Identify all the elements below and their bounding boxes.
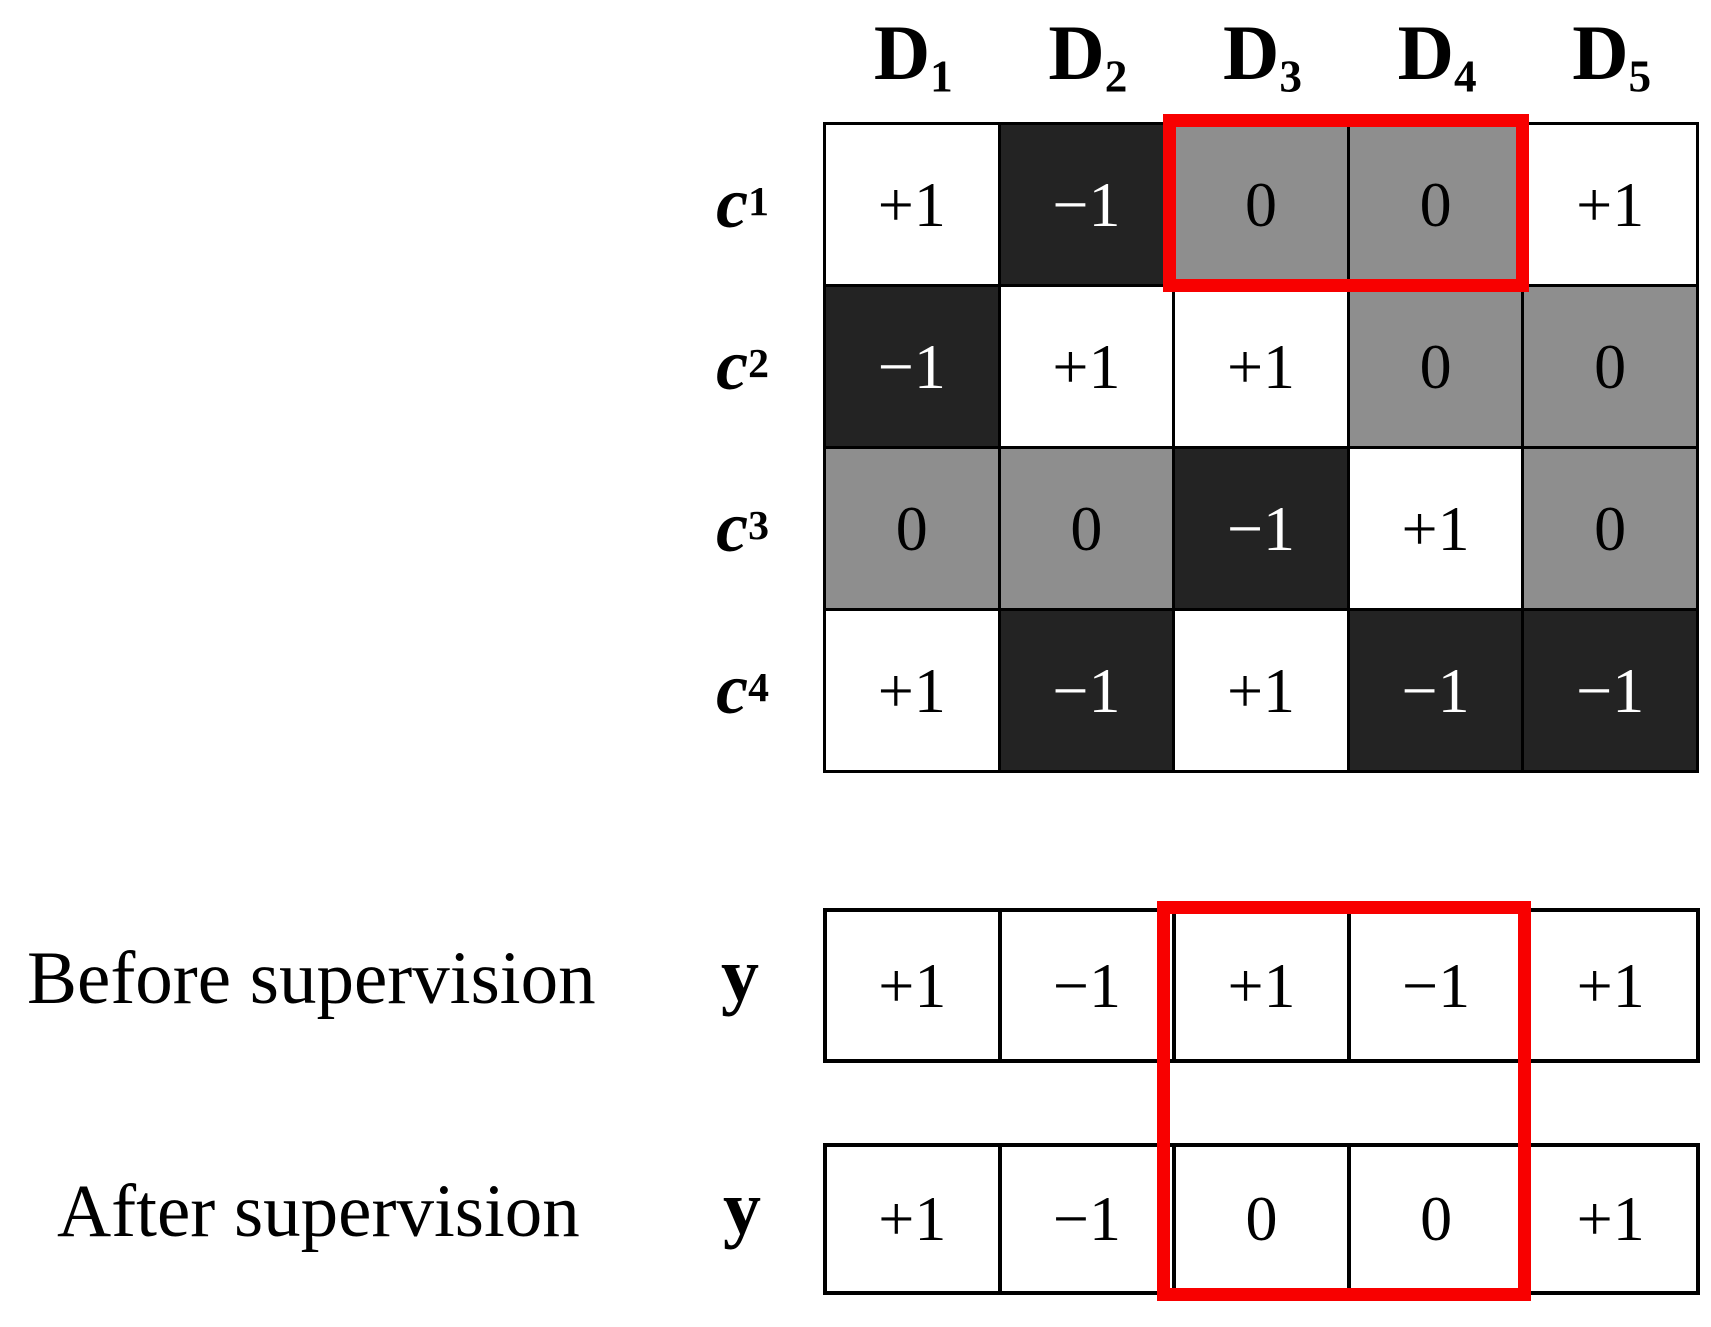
before-vector-cell-d5: +1 bbox=[1525, 912, 1700, 1063]
col-header-d5: D5 bbox=[1572, 9, 1652, 102]
matrix-cell-c1-d1: +1 bbox=[826, 125, 1001, 287]
subscript: 2 bbox=[1104, 51, 1128, 102]
matrix-cell-c4-d2: −1 bbox=[1000, 611, 1176, 773]
matrix-cell-c2-d1: −1 bbox=[826, 287, 1001, 449]
before-vector-cell-d1: +1 bbox=[827, 912, 1002, 1063]
col-header-d2: D2 bbox=[1048, 9, 1128, 102]
matrix-cell-c1-d4: 0 bbox=[1349, 125, 1525, 287]
matrix-cell-c4-d3: +1 bbox=[1175, 611, 1350, 773]
subscript: 4 bbox=[1453, 51, 1477, 102]
before-supervision-vector: +1−1+1−1+1 bbox=[823, 908, 1700, 1063]
after-vector-cell-d5: +1 bbox=[1525, 1147, 1700, 1295]
before-y-symbol: y bbox=[721, 933, 759, 1017]
matrix-cell-c4-d1: +1 bbox=[826, 611, 1001, 773]
matrix-cell-c2-d5: 0 bbox=[1524, 287, 1699, 449]
col-header-d4: D4 bbox=[1397, 9, 1477, 102]
matrix-cell-c4-d5: −1 bbox=[1524, 611, 1699, 773]
matrix-cell-c4-d4: −1 bbox=[1349, 611, 1525, 773]
after-supervision-label: After supervision bbox=[57, 1170, 580, 1253]
subscript: 4 bbox=[748, 665, 769, 712]
after-vector-cell-d4: 0 bbox=[1350, 1147, 1526, 1295]
before-vector-cell-d2: −1 bbox=[1001, 912, 1177, 1063]
subscript: 5 bbox=[1628, 51, 1652, 102]
matrix-cell-c3-d4: +1 bbox=[1349, 449, 1525, 611]
matrix-cell-c3-d5: 0 bbox=[1524, 449, 1699, 611]
matrix-cell-c1-d2: −1 bbox=[1000, 125, 1176, 287]
before-supervision-label: Before supervision bbox=[27, 937, 596, 1020]
after-vector-cell-d1: +1 bbox=[827, 1147, 1002, 1295]
before-vector-cell-d4: −1 bbox=[1350, 912, 1526, 1063]
col-header-d1: D1 bbox=[873, 9, 953, 102]
col-header-d3: D3 bbox=[1223, 9, 1302, 102]
matrix-cell-c2-d4: 0 bbox=[1349, 287, 1525, 449]
after-y-symbol: y bbox=[723, 1166, 761, 1250]
before-vector-cell-d3: +1 bbox=[1176, 912, 1351, 1063]
matrix-cell-c1-d5: +1 bbox=[1524, 125, 1699, 287]
matrix-cell-c1-d3: 0 bbox=[1175, 125, 1350, 287]
after-vector-cell-d3: 0 bbox=[1176, 1147, 1351, 1295]
subscript: 1 bbox=[930, 51, 953, 102]
after-vector-cell-d2: −1 bbox=[1001, 1147, 1177, 1295]
matrix-cell-c3-d3: −1 bbox=[1175, 449, 1350, 611]
matrix-cell-c2-d3: +1 bbox=[1175, 287, 1350, 449]
matrix-cell-c2-d2: +1 bbox=[1000, 287, 1176, 449]
subscript: 3 bbox=[1279, 51, 1302, 102]
subscript: 2 bbox=[748, 341, 769, 388]
subscript: 1 bbox=[748, 179, 769, 226]
matrix-cell-c3-d1: 0 bbox=[826, 449, 1001, 611]
subscript: 3 bbox=[748, 503, 769, 550]
matrix-cell-c3-d2: 0 bbox=[1000, 449, 1176, 611]
